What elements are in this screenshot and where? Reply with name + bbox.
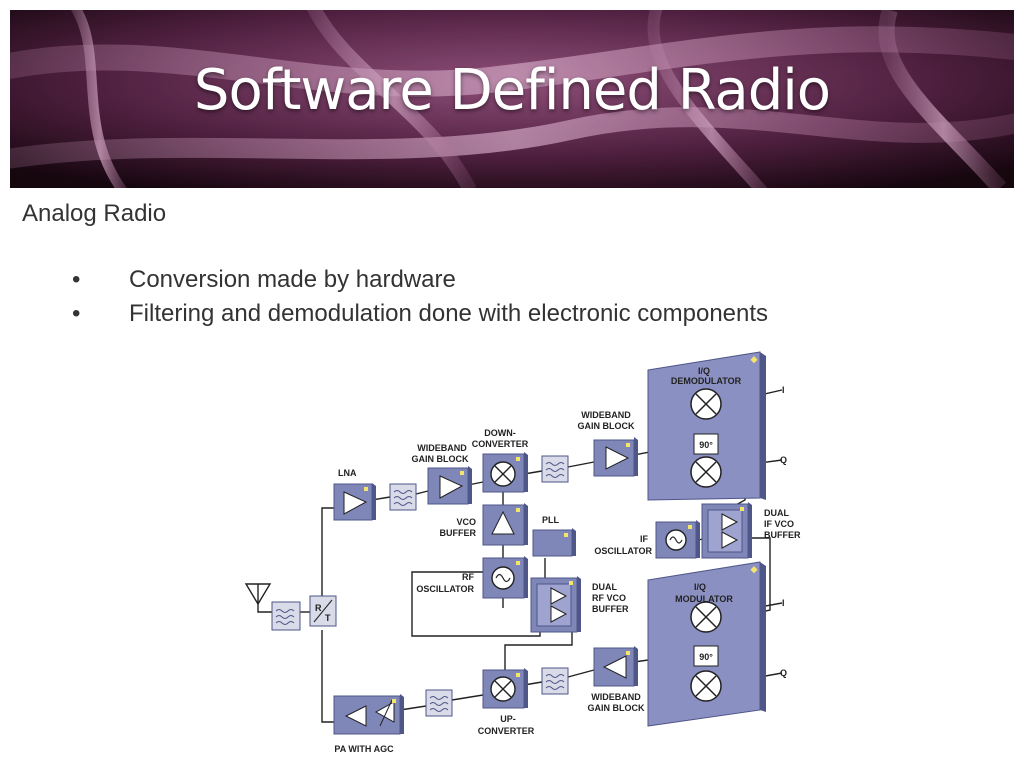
phase-shifter-icon [693,645,719,667]
amplifier-icon [491,510,515,535]
pa-with-agc-label: PA WITH AGC [334,744,394,754]
wideband-gain-label: WIDEBAND [581,410,631,420]
if-oscillator-label: IF [640,534,649,544]
amplifier-icon [343,491,368,515]
amplifier-icon [550,587,568,605]
amplifier-icon [344,705,367,727]
lna-label: LNA [338,468,357,478]
bullet-marker: • [72,300,81,327]
svg-text:GAIN BLOCK: GAIN BLOCK [578,421,635,431]
bullet-text: Filtering and demodulation done with ele… [129,300,769,327]
rt-switch-t-label: T [325,613,331,623]
vco-buffer-block [482,503,528,546]
dual-if-vco-buffer-label: DUAL [764,508,789,518]
output-q-label: Q [780,455,787,465]
section-heading: Analog Radio [22,200,167,227]
rf-oscillator-label: RF [462,572,474,582]
bullet-text: Conversion made by hardware [129,266,456,293]
svg-text:GAIN BLOCK: GAIN BLOCK [412,454,469,464]
down-converter-label: DOWN- [484,428,516,438]
dual-rf-vco-buffer-block [530,576,581,633]
dual-rf-vco-buffer-label: DUAL [592,582,617,592]
output-i-label: I [782,385,785,395]
lna-block [333,483,376,521]
iq-demodulator-label: I/Q [698,366,710,376]
filter-block [541,667,569,695]
svg-text:GAIN BLOCK: GAIN BLOCK [588,703,645,713]
vco-buffer-label: VCO [456,517,476,527]
wideband-gain-label: WIDEBAND [591,692,641,702]
svg-text:OSCILLATOR: OSCILLATOR [416,584,474,594]
filter-block [271,601,301,631]
wideband-gain-block-2 [593,437,638,477]
antenna-icon [244,583,272,606]
iq-modulator-label: I/Q [694,582,706,592]
iq-modulator-module: I/Q MODULATOR 90° [647,561,766,727]
wideband-gain-label: WIDEBAND [417,443,467,453]
up-converter-block [482,668,528,709]
svg-text:BUFFER: BUFFER [764,530,801,540]
svg-text:90°: 90° [699,652,713,662]
pll-block [532,528,576,557]
down-converter-block [482,452,528,493]
filter-block [389,483,417,511]
banner-background [10,10,1014,188]
amplifier-icon [721,513,739,531]
svg-text:IF VCO: IF VCO [764,519,794,529]
amplifier-icon [439,475,464,499]
output-q-label: Q [780,668,787,678]
svg-text:BUFFER: BUFFER [592,604,629,614]
pll-label: PLL [542,515,560,525]
svg-text:CONVERTER: CONVERTER [478,726,535,736]
title-banner: Software Defined Radio [10,10,1014,188]
wideband-gain-block-1 [427,466,472,505]
rt-switch-r-label: R [315,603,322,613]
svg-text:DEMODULATOR: DEMODULATOR [671,376,742,386]
svg-text:OSCILLATOR: OSCILLATOR [594,546,652,556]
page-title: Software Defined Radio [193,58,831,123]
output-i-label: I [782,598,785,608]
pa-with-agc-block [333,694,404,735]
wideband-gain-block-3 [593,646,638,687]
bullet-marker: • [72,266,81,293]
radio-block-diagram: I/Q DEMODULATOR 90° I Q I/Q MODULATOR 90… [244,351,801,754]
svg-text:CONVERTER: CONVERTER [472,439,529,449]
rf-oscillator-block [482,556,528,599]
rt-switch-block: R T [309,595,337,627]
filter-block [541,455,569,483]
svg-text:90°: 90° [699,440,713,450]
svg-text:RF VCO: RF VCO [592,593,626,603]
iq-demodulator-module: I/Q DEMODULATOR 90° [647,351,766,501]
if-oscillator-block [655,520,700,559]
amplifier-icon [374,701,395,723]
amplifier-icon [605,446,630,470]
filter-block [425,689,453,717]
amplifier-icon [721,531,739,549]
svg-text:BUFFER: BUFFER [440,528,477,538]
dual-if-vco-buffer-block [701,502,752,559]
svg-text:MODULATOR: MODULATOR [675,594,733,604]
amplifier-icon [550,605,568,623]
phase-shifter-icon [693,433,719,455]
up-converter-label: UP- [500,714,516,724]
amplifier-icon [602,655,627,679]
